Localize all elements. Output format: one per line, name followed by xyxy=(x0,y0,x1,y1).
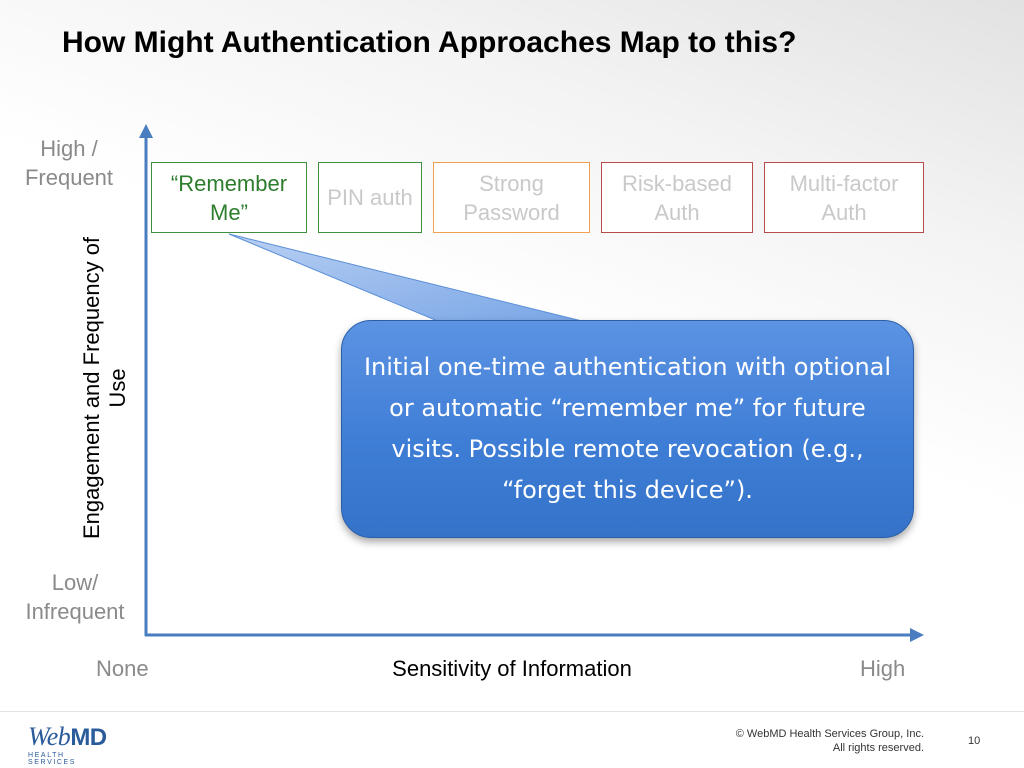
approach-label: Strong Password xyxy=(463,170,560,225)
logo-web: Web xyxy=(28,722,71,751)
y-axis-low-label: Low/ Infrequent xyxy=(25,570,125,624)
approach-multi-factor-auth: Multi-factor Auth xyxy=(764,162,924,233)
logo-subtitle: HEALTH SERVICES xyxy=(28,752,77,766)
approach-remember-me: “Remember Me” xyxy=(151,162,307,233)
footer-divider xyxy=(0,711,1024,712)
logo-md: MD xyxy=(70,724,107,751)
webmd-logo: WebMD HEALTH SERVICES xyxy=(28,724,108,767)
copyright-line-2: All rights reserved. xyxy=(832,742,924,754)
approach-pin-auth: PIN auth xyxy=(318,162,422,233)
callout-text: Initial one-time authentication with opt… xyxy=(363,353,892,504)
callout-pointer xyxy=(228,233,587,323)
logo-wordmark: WebMD xyxy=(28,724,108,751)
slide-title: How Might Authentication Approaches Map … xyxy=(62,26,797,59)
x-axis-low-label: None xyxy=(96,656,149,681)
approach-strong-password: Strong Password xyxy=(433,162,590,233)
x-axis-arrowhead xyxy=(910,628,924,642)
x-axis-title: Sensitivity of Information xyxy=(392,656,632,681)
approach-risk-based-auth: Risk-based Auth xyxy=(601,162,753,233)
y-axis-title: Engagement and Frequency of Use xyxy=(79,236,130,540)
approach-label: Risk-based Auth xyxy=(621,170,733,225)
y-axis-high-label: High / Frequent xyxy=(24,136,114,190)
page-number: 10 xyxy=(968,735,981,747)
y-axis-arrowhead xyxy=(139,124,153,138)
approach-label: Multi-factor Auth xyxy=(789,170,899,225)
copyright-notice: © WebMD Health Services Group, Inc. All … xyxy=(736,727,924,755)
x-axis-high-label: High xyxy=(860,656,906,681)
approach-label: PIN auth xyxy=(327,185,413,210)
remember-me-callout: Initial one-time authentication with opt… xyxy=(341,320,914,538)
approach-label: “Remember Me” xyxy=(170,170,288,225)
copyright-line-1: © WebMD Health Services Group, Inc. xyxy=(735,728,924,740)
